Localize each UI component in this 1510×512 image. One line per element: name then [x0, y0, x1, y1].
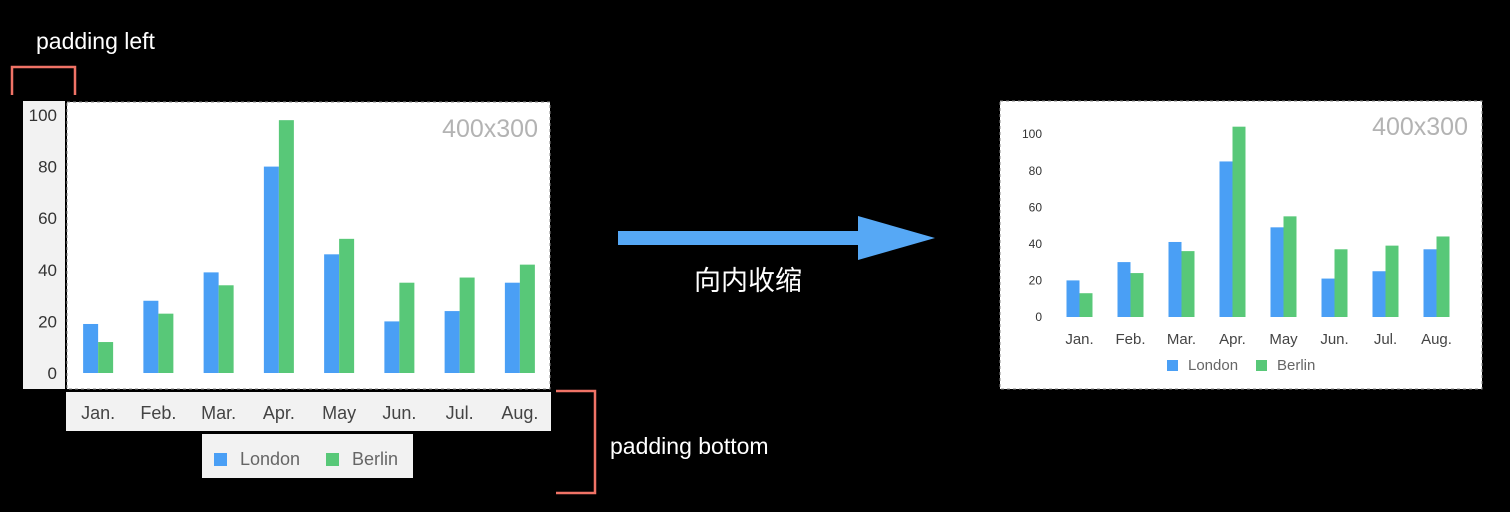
bar-london-jul	[1372, 271, 1386, 317]
bar-london-apr	[1219, 161, 1233, 317]
legend-label-london: London	[240, 449, 300, 469]
bar-berlin-aug	[519, 264, 535, 373]
bar-berlin-feb	[1130, 273, 1144, 317]
x-tick-label: Jul.	[1374, 331, 1397, 348]
bar-berlin-feb	[158, 313, 174, 373]
legend-swatch-berlin	[1256, 360, 1267, 371]
bar-berlin-may	[339, 238, 355, 373]
legend-panel	[202, 434, 413, 478]
padding-left-bracket	[10, 65, 77, 95]
plot-area	[66, 101, 551, 390]
bar-berlin-jan	[1079, 293, 1093, 317]
bar-london-feb	[1117, 262, 1131, 317]
x-tick-label: Jul.	[446, 403, 474, 423]
y-tick-label: 60	[1029, 200, 1043, 214]
x-tick-label: Apr.	[1219, 331, 1246, 348]
bar-berlin-jun	[1334, 249, 1348, 317]
bar-berlin-jun	[399, 282, 415, 373]
bar-berlin-aug	[1436, 236, 1450, 317]
bar-london-jul	[444, 311, 460, 373]
legend-label-berlin: Berlin	[1277, 357, 1315, 374]
x-tick-label: Jun.	[1320, 331, 1348, 348]
legend-swatch-london	[1167, 360, 1178, 371]
x-tick-label: Feb.	[1115, 331, 1145, 348]
y-tick-label: 60	[38, 209, 57, 228]
legend-swatch-london	[214, 453, 227, 466]
bar-berlin-jul	[1385, 245, 1399, 317]
x-tick-label: Aug.	[501, 403, 538, 423]
padding-bottom-bracket	[556, 389, 597, 495]
y-tick-label: 20	[1029, 274, 1043, 288]
y-tick-label: 80	[38, 158, 57, 177]
x-tick-label: Apr.	[263, 403, 295, 423]
bar-london-mar	[1168, 241, 1182, 317]
bar-berlin-jan	[98, 342, 114, 373]
bar-london-may	[1270, 227, 1284, 317]
padding-left-label: padding left	[36, 28, 155, 54]
bar-london-aug	[1423, 249, 1437, 317]
x-axis-padding-panel	[66, 392, 551, 431]
bar-berlin-may	[1283, 216, 1297, 317]
y-tick-label: 100	[1022, 127, 1042, 141]
padding-bottom-label: padding bottom	[610, 433, 769, 459]
bar-berlin-apr	[278, 120, 294, 373]
bar-london-feb	[143, 300, 159, 373]
x-tick-label: Jun.	[382, 403, 416, 423]
x-tick-label: May	[1269, 331, 1298, 348]
bar-london-jan	[83, 323, 99, 373]
bar-london-aug	[504, 282, 520, 373]
y-tick-label: 0	[48, 364, 57, 383]
y-tick-label: 40	[38, 261, 57, 280]
x-tick-label: Aug.	[1421, 331, 1452, 348]
y-tick-label: 20	[38, 312, 57, 331]
bar-berlin-mar	[218, 285, 234, 373]
bar-london-jun	[384, 321, 400, 373]
bar-london-jun	[1321, 278, 1335, 317]
y-axis-padding-panel	[23, 101, 65, 389]
x-tick-label: Jan.	[1065, 331, 1093, 348]
size-label: 400x300	[442, 115, 538, 143]
legend-label-berlin: Berlin	[352, 449, 398, 469]
bar-london-may	[324, 254, 340, 373]
bar-berlin-mar	[1181, 251, 1195, 317]
bar-london-mar	[203, 272, 219, 373]
bar-berlin-apr	[1232, 126, 1246, 318]
x-tick-label: Jan.	[81, 403, 115, 423]
legend-swatch-berlin	[326, 453, 339, 466]
bar-london-apr	[263, 166, 279, 373]
bar-berlin-jul	[459, 277, 475, 373]
legend-label-london: London	[1188, 357, 1238, 374]
y-tick-label: 40	[1029, 237, 1043, 251]
x-tick-label: Mar.	[1167, 331, 1196, 348]
x-tick-label: Feb.	[140, 403, 176, 423]
y-tick-label: 0	[1035, 310, 1042, 324]
y-tick-label: 100	[29, 106, 57, 125]
y-tick-label: 80	[1029, 164, 1043, 178]
x-tick-label: May	[322, 403, 356, 423]
bar-london-jan	[1066, 280, 1080, 317]
x-tick-label: Mar.	[201, 403, 236, 423]
shrink-caption: 向内收缩	[694, 266, 802, 296]
size-label: 400x300	[1372, 113, 1468, 141]
shrink-arrow	[618, 216, 935, 260]
